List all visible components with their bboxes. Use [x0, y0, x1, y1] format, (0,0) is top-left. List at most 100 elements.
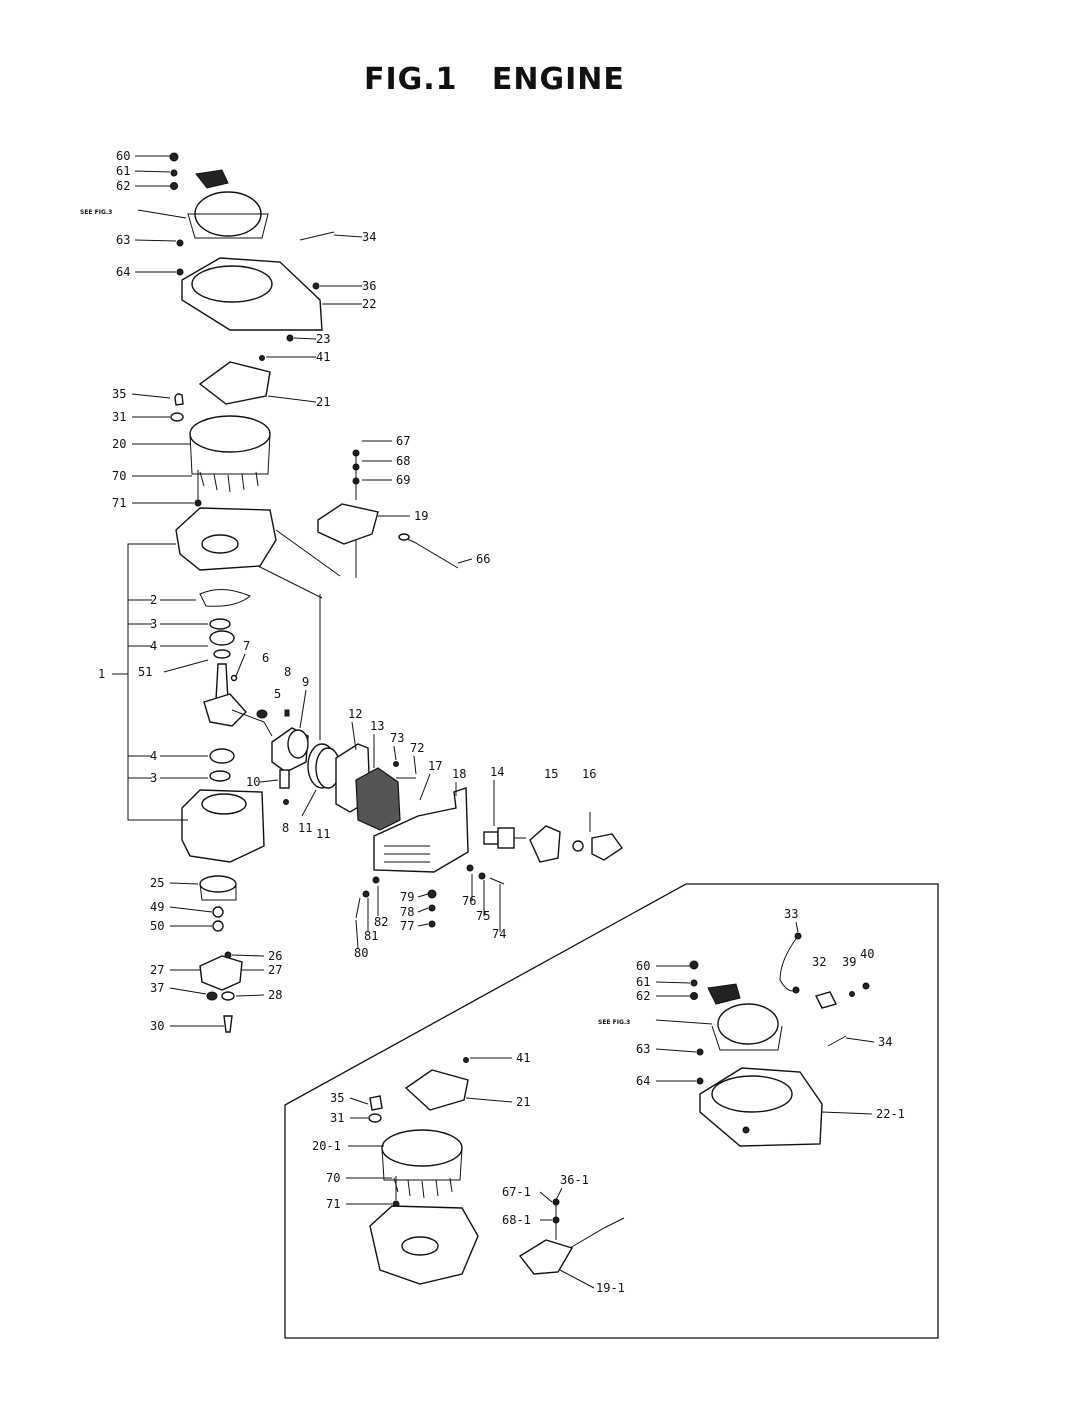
main-callout-11: 11	[316, 827, 330, 841]
main-leader-line	[393, 745, 397, 761]
inset-callout-68-1: 68-1	[502, 1213, 531, 1227]
inset-leader-line	[555, 1187, 563, 1201]
main-callout-6: 6	[262, 651, 269, 665]
main-leader-line	[417, 893, 429, 898]
main-callout-2: 2	[150, 593, 157, 607]
main-callout-9: 9	[302, 675, 309, 689]
see-fig-3-leader	[655, 1019, 713, 1025]
main-callout-71: 71	[112, 496, 126, 510]
main-callout-70: 70	[112, 469, 126, 483]
main-leader-line	[351, 721, 357, 751]
main-callout-80: 80	[354, 946, 368, 960]
inset-leader-line	[465, 1097, 513, 1103]
see-fig-3-note: SEE FIG.3	[80, 209, 112, 216]
inset-callout-20-1: 20-1	[312, 1139, 341, 1153]
main-callout-77: 77	[400, 919, 414, 933]
inset-terminal-parts-32-39-40	[814, 982, 870, 1047]
piston-part-9	[271, 727, 309, 773]
inset-callout-35: 35	[330, 1091, 344, 1105]
inset-callout-34: 34	[878, 1035, 892, 1049]
main-leader-line	[259, 779, 279, 783]
main-leader-line	[231, 954, 265, 957]
muffler-bolts	[355, 876, 437, 928]
main-callout-79: 79	[400, 890, 414, 904]
spark-plug-part-14	[483, 827, 526, 849]
inset-cooling-fan-part-21	[368, 1057, 469, 1123]
main-leader-line	[134, 170, 171, 173]
main-leader-line	[131, 393, 171, 399]
main-callout-8: 8	[284, 665, 291, 679]
main-callout-74: 74	[492, 927, 506, 941]
main-leader-line	[235, 653, 246, 677]
main-callout-21: 21	[316, 395, 330, 409]
crankcase-lower-part	[181, 789, 265, 863]
main-callout-68: 68	[396, 454, 410, 468]
main-callout-19: 19	[414, 509, 428, 523]
piston-pin-part-10	[279, 769, 290, 789]
main-callout-3: 3	[150, 617, 157, 631]
inset-ignition-module-part-19-1	[518, 1198, 625, 1275]
main-callout-5: 5	[274, 687, 281, 701]
main-callout-75: 75	[476, 909, 490, 923]
main-leader-line	[169, 882, 199, 885]
inset-leader-line	[539, 1191, 553, 1203]
inset-callout-60: 60	[636, 959, 650, 973]
main-leader-line	[419, 773, 431, 801]
fan-cover-part-22	[176, 231, 335, 342]
inset-callout-36-1: 36-1	[560, 1173, 589, 1187]
main-callout-69: 69	[396, 473, 410, 487]
inset-callout-61: 61	[636, 975, 650, 989]
main-callout-37: 37	[150, 981, 164, 995]
crankshaft-assembly-part	[199, 589, 290, 782]
assembly-bracket-1	[120, 543, 188, 821]
main-callout-8: 8	[282, 821, 289, 835]
clutch-assembly-part-27	[199, 951, 243, 1033]
main-callout-34: 34	[362, 230, 376, 244]
main-leader-line	[169, 906, 213, 913]
main-callout-12: 12	[348, 707, 362, 721]
inset-callout-19-1: 19-1	[596, 1281, 625, 1295]
inset-crankcase-part	[369, 1205, 479, 1285]
inset-callout-40: 40	[860, 947, 874, 961]
main-callout-63: 63	[116, 233, 130, 247]
inset-flywheel-part-20-1	[381, 1129, 463, 1208]
flywheel-part-20	[189, 415, 271, 507]
main-callout-30: 30	[150, 1019, 164, 1033]
cooling-fan-part-21	[170, 355, 271, 422]
inset-leader-line	[821, 1111, 873, 1115]
main-callout-78: 78	[400, 905, 414, 919]
main-callout-62: 62	[116, 179, 130, 193]
main-callout-64: 64	[116, 265, 130, 279]
main-leader-line	[299, 689, 307, 729]
main-callout-4: 4	[150, 749, 157, 763]
figure-title: FIG.1 ENGINE	[364, 62, 625, 97]
inset-callout-31: 31	[330, 1111, 344, 1125]
inset-callout-63: 63	[636, 1042, 650, 1056]
see-fig-3-leader	[137, 209, 187, 219]
main-callout-73: 73	[390, 731, 404, 745]
main-callout-36: 36	[362, 279, 376, 293]
main-callout-60: 60	[116, 149, 130, 163]
recoil-starter-part	[169, 152, 269, 239]
main-callout-14: 14	[490, 765, 504, 779]
inset-callout-62: 62	[636, 989, 650, 1003]
main-callout-16: 16	[582, 767, 596, 781]
inset-callout-41: 41	[516, 1051, 530, 1065]
inset-fan-cover-part-22-1	[696, 1048, 823, 1147]
inset-leader-line	[655, 1048, 697, 1053]
main-callout-20: 20	[112, 437, 126, 451]
main-callout-67: 67	[396, 434, 410, 448]
muffler-part-18	[373, 787, 505, 885]
cylinder-part-13	[319, 594, 416, 831]
inset-callout-39: 39	[842, 955, 856, 969]
see-fig-3-note: SEE FIG.3	[598, 1019, 630, 1026]
main-callout-81: 81	[364, 929, 378, 943]
main-callout-27: 27	[268, 963, 282, 977]
inset-callout-64: 64	[636, 1074, 650, 1088]
plug-cap-part-15	[529, 825, 561, 863]
main-leader-line	[417, 907, 429, 913]
main-callout-31: 31	[112, 410, 126, 424]
inset-callout-21: 21	[516, 1095, 530, 1109]
